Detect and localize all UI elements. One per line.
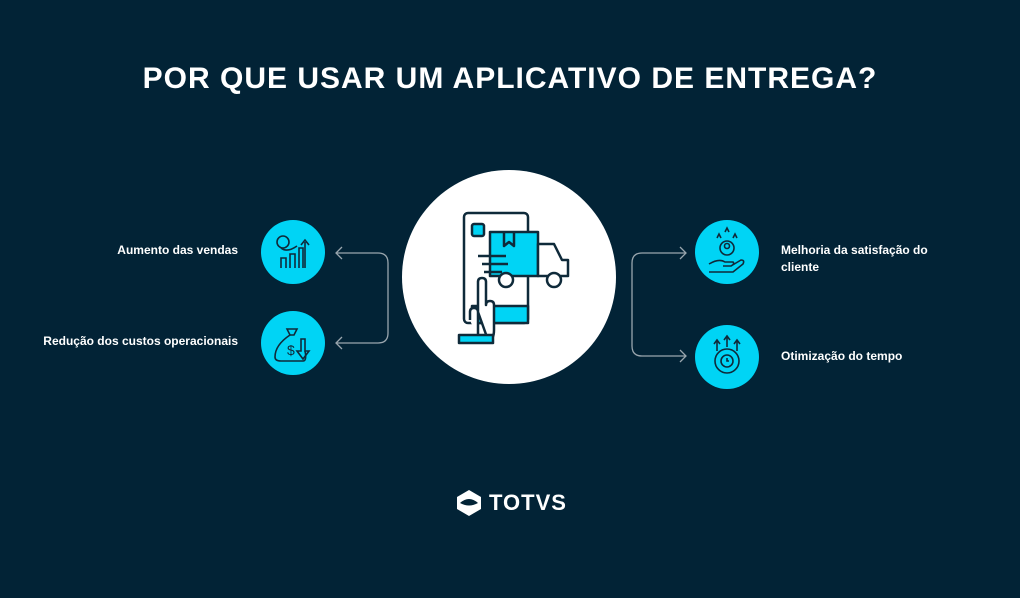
page-title: POR QUE USAR UM APLICATIVO DE ENTREGA? bbox=[142, 62, 878, 95]
brand-name: TOTVS bbox=[489, 490, 567, 515]
time-optimization-icon bbox=[695, 325, 759, 389]
totvs-logo-icon bbox=[457, 490, 481, 516]
svg-text:$: $ bbox=[287, 342, 295, 358]
sales-growth-icon bbox=[261, 220, 325, 284]
benefit-label: Melhoria da satisfação do cliente bbox=[781, 243, 928, 274]
phone-truck-hand-icon bbox=[457, 211, 570, 345]
benefit-label: Otimização do tempo bbox=[781, 349, 903, 363]
money-bag-decrease-icon: $ bbox=[261, 311, 325, 375]
customer-satisfaction-icon bbox=[695, 220, 759, 284]
benefit-label: Redução dos custos operacionais bbox=[43, 334, 238, 348]
benefit-label: Aumento das vendas bbox=[117, 243, 238, 257]
totvs-logo: TOTVS bbox=[456, 489, 567, 517]
delivery-app-illustration bbox=[402, 170, 616, 384]
